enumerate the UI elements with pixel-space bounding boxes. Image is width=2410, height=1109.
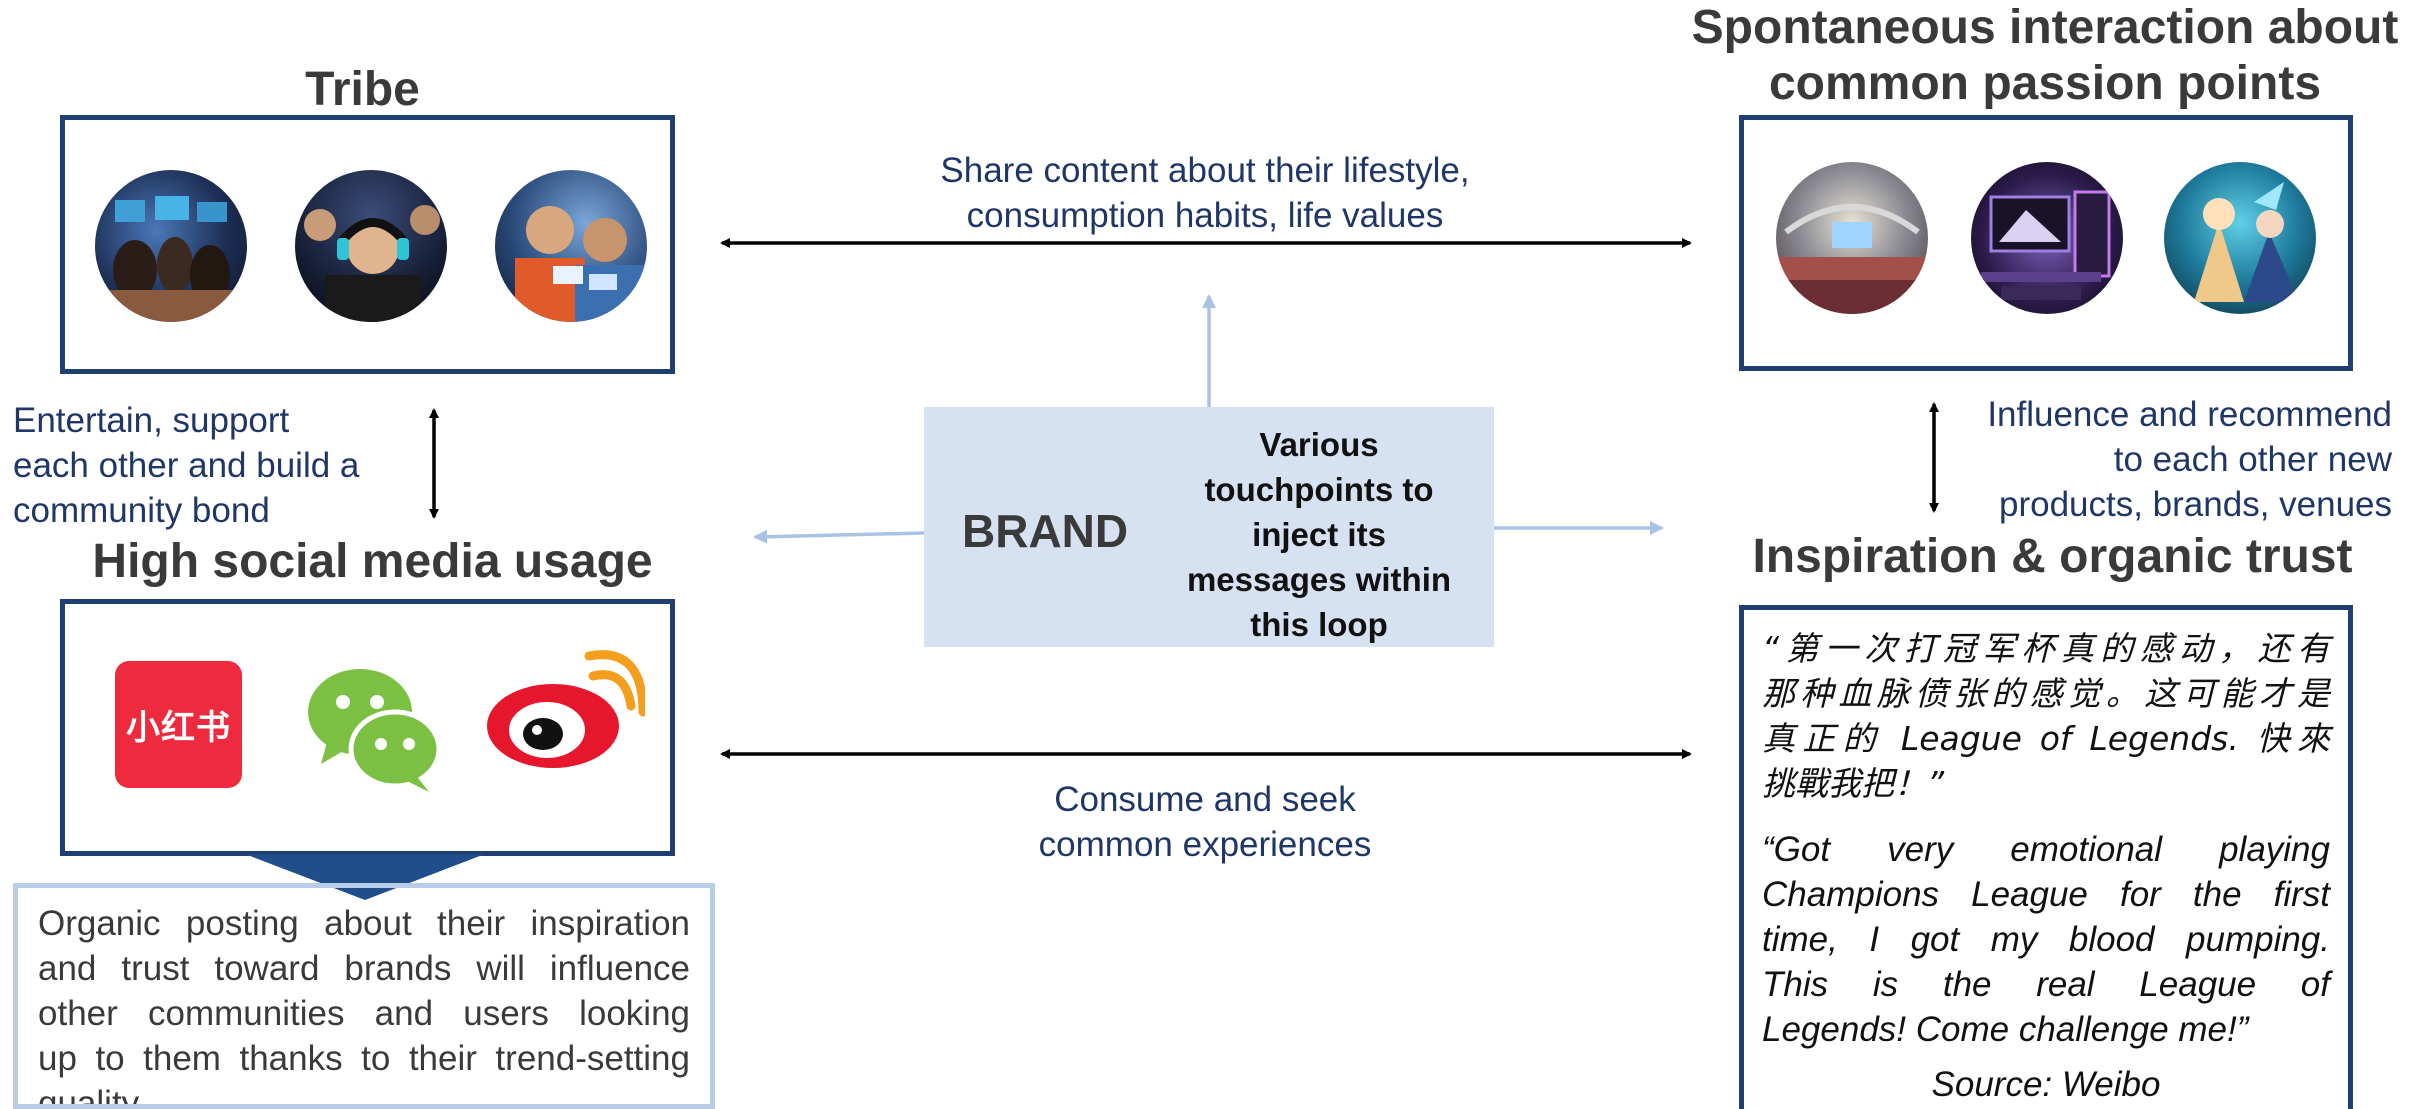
touchpoints-label: Various touchpoints to inject its messag… [1164, 422, 1474, 647]
mobile-gaming-photo [495, 170, 647, 322]
brand-arrow-left [753, 529, 925, 544]
consume-line2: common experiences [1038, 825, 1372, 864]
tribe-title: Tribe [305, 63, 420, 116]
trust-title: Inspiration & organic trust [1752, 530, 2353, 583]
callout-pointer [245, 854, 485, 900]
brand-label: BRAND [962, 505, 1129, 557]
entertain-line1: Entertain, support [13, 401, 290, 440]
gaming-pc-icon [1981, 190, 2111, 300]
touch-line2: touchpoints to [1204, 471, 1434, 508]
mobile-gamers-icon [515, 206, 647, 322]
passion-title: Spontaneous interaction about common pas… [1680, 0, 2410, 112]
share-content-label: Share content about their lifestyle, con… [855, 148, 1555, 238]
league-champions-icon [2194, 182, 2299, 302]
quote-cn-line2: 那种血脉偾张的感觉。这可能才是 [1762, 674, 2330, 713]
gaming-pc-photo [1971, 162, 2123, 314]
gaming-cafe-icon [95, 196, 247, 322]
league-champions-photo [2164, 162, 2316, 314]
quote-cn-line1: “第一次打冠军杯真的感动，还有 [1762, 629, 2330, 668]
social-title: High social media usage [92, 535, 653, 588]
influence-line3: products, brands, venues [1998, 485, 2392, 524]
entertain-label: Entertain, support each other and build … [13, 398, 433, 533]
social-frame: 小红书 [60, 599, 675, 856]
touch-line5: this loop [1250, 606, 1388, 643]
quote-en-line5: Legends! Come challenge me!” [1762, 1010, 2249, 1049]
wechat-icon[interactable] [305, 664, 440, 794]
quote-chinese: “第一次打冠军杯真的感动，还有 那种血脉偾张的感觉。这可能才是 真正的 Leag… [1762, 626, 2330, 806]
quote-en-line3: time, I got my blood pumping. [1762, 920, 2330, 959]
touch-line4: messages within [1186, 561, 1452, 598]
organic-posting-box: Organic posting about their inspiration … [13, 883, 715, 1109]
influence-label: Influence and recommend to each other ne… [1950, 392, 2392, 527]
tribe-frame [60, 115, 675, 374]
organic-line4: up to them thanks to their trend-setting [38, 1039, 690, 1078]
touch-line3: inject its [1252, 516, 1386, 553]
quote-en-line2: Champions League for the first [1762, 875, 2330, 914]
organic-line1: Organic posting about their inspiration [38, 904, 690, 943]
gamers-photo [295, 170, 447, 322]
quote-cn-line3: 真正的 League of Legends. 快來 [1762, 719, 2330, 758]
organic-line3: other communities and users looking [38, 994, 690, 1033]
touch-line1: Various [1259, 426, 1379, 463]
brand-box: BRAND Various touchpoints to inject its … [924, 407, 1494, 647]
share-line1: Share content about their lifestyle, [940, 151, 1470, 190]
share-line2: consumption habits, life values [966, 196, 1444, 235]
stadium-photo [1776, 162, 1928, 314]
quote-source: Source: Weibo [1931, 1065, 2161, 1104]
quote-en-line4: This is the real League of [1762, 965, 2330, 1004]
quote-english: “Got very emotional playing Champions Le… [1762, 827, 2330, 1052]
quote-cn-line4: 挑戰我把！” [1762, 764, 1945, 803]
influence-line2: to each other new [2113, 440, 2392, 479]
gaming-cafe-photo [95, 170, 247, 322]
quote-frame: “第一次打冠军杯真的感动，还有 那种血脉偾张的感觉。这可能才是 真正的 Leag… [1739, 605, 2353, 1109]
entertain-line2: each other and build a [13, 446, 360, 485]
quote-en-line1: “Got very emotional playing [1762, 830, 2330, 869]
consume-line1: Consume and seek [1054, 780, 1356, 819]
gamers-headset-icon [304, 205, 440, 322]
passion-title-line2: common passion points [1768, 57, 2322, 110]
entertain-line3: community bond [13, 491, 270, 530]
consume-label: Consume and seek common experiences [905, 777, 1505, 867]
organic-line5: quality [38, 1084, 140, 1109]
organic-line2: and trust toward brands will influence [38, 949, 690, 988]
xiaohongshu-icon[interactable]: 小红书 [115, 661, 242, 788]
weibo-icon[interactable] [485, 646, 645, 771]
passion-title-line1: Spontaneous interaction about [1691, 1, 2399, 54]
passion-frame [1739, 115, 2353, 371]
stadium-icon [1776, 204, 1928, 314]
xiaohongshu-logo-text: 小红书 [126, 708, 231, 748]
influence-line1: Influence and recommend [1987, 395, 2392, 434]
